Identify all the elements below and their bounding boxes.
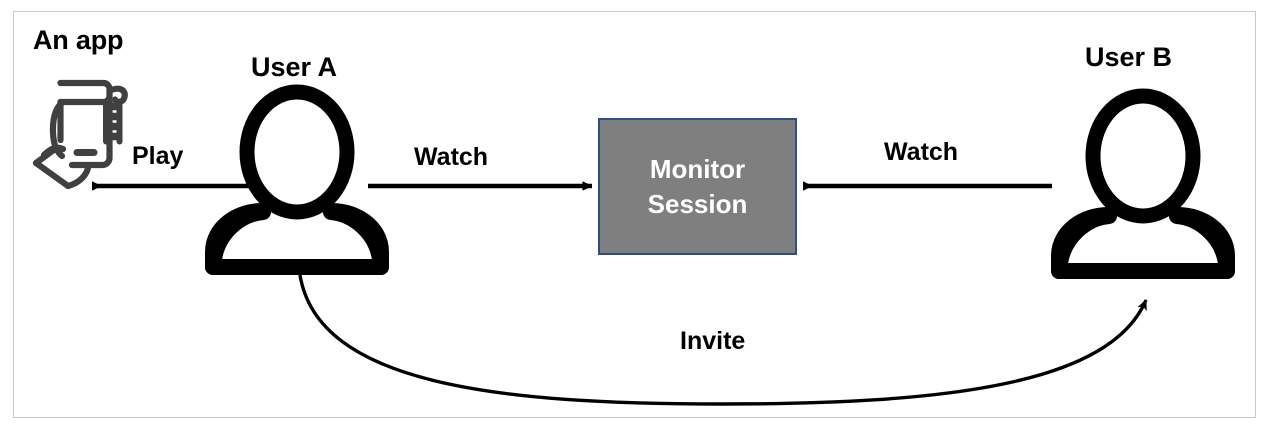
invite-edge-label: Invite [680, 327, 746, 355]
monitor-session-line2: Session [647, 188, 748, 219]
diagram-frame [13, 11, 1256, 418]
app-label: An app [33, 25, 124, 55]
monitor-session-line1: Monitor [649, 154, 746, 185]
watch-left-edge-label: Watch [414, 143, 489, 171]
play-edge-label: Play [132, 142, 184, 170]
user-b-label: User B [1085, 42, 1173, 72]
monitor-session-box[interactable]: Monitor Session [598, 118, 797, 255]
user-a-label: User A [251, 52, 338, 82]
watch-right-edge-label: Watch [884, 138, 959, 166]
